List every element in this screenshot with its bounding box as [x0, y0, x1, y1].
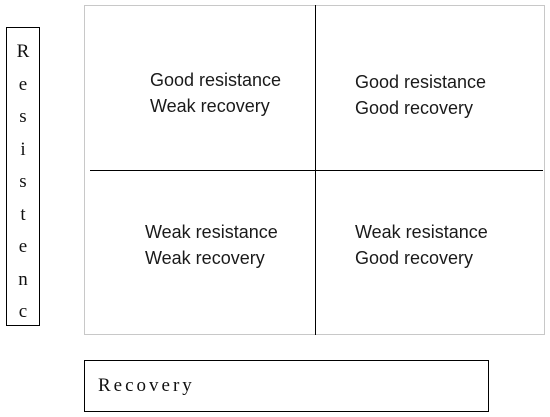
- y-axis-letter: e: [18, 73, 28, 95]
- quadrant-recovery-label: Good recovery: [355, 248, 474, 268]
- x-axis-label-box: Recovery: [84, 360, 489, 412]
- y-axis-letter: R: [16, 41, 30, 62]
- quadrant-resistance-label: Weak resistance: [145, 222, 278, 242]
- y-axis-label-box: R e s i s t e n c: [6, 27, 40, 326]
- quadrant-bottom-left: Weak resistance Weak recovery: [145, 219, 278, 271]
- quadrant-bottom-right: Weak resistance Good recovery: [355, 219, 488, 271]
- quadrant-recovery-label: Weak recovery: [150, 96, 270, 116]
- quadrant-grid-frame: [84, 5, 545, 335]
- y-axis-letter: e: [18, 236, 28, 257]
- y-axis-letter: s: [19, 171, 27, 192]
- quadrant-top-right: Good resistance Good recovery: [355, 69, 486, 121]
- quadrant-resistance-label: Good resistance: [355, 72, 487, 92]
- quadrant-resistance-label: Weak resistance: [355, 222, 488, 242]
- x-axis-label: Recovery: [98, 375, 195, 396]
- quadrant-top-left: Good resistance Weak recovery: [150, 67, 281, 119]
- quadrant-resistance-label: Good resistance: [150, 70, 282, 90]
- horizontal-divider: [90, 170, 543, 171]
- quadrant-recovery-label: Good recovery: [355, 98, 474, 118]
- y-axis-letter: n: [18, 268, 28, 290]
- y-axis-letter: t: [20, 203, 26, 225]
- y-axis-letter: s: [19, 106, 27, 127]
- y-axis-letter: c: [18, 301, 28, 322]
- quadrant-recovery-label: Weak recovery: [145, 248, 265, 268]
- y-axis-letter: i: [20, 138, 26, 160]
